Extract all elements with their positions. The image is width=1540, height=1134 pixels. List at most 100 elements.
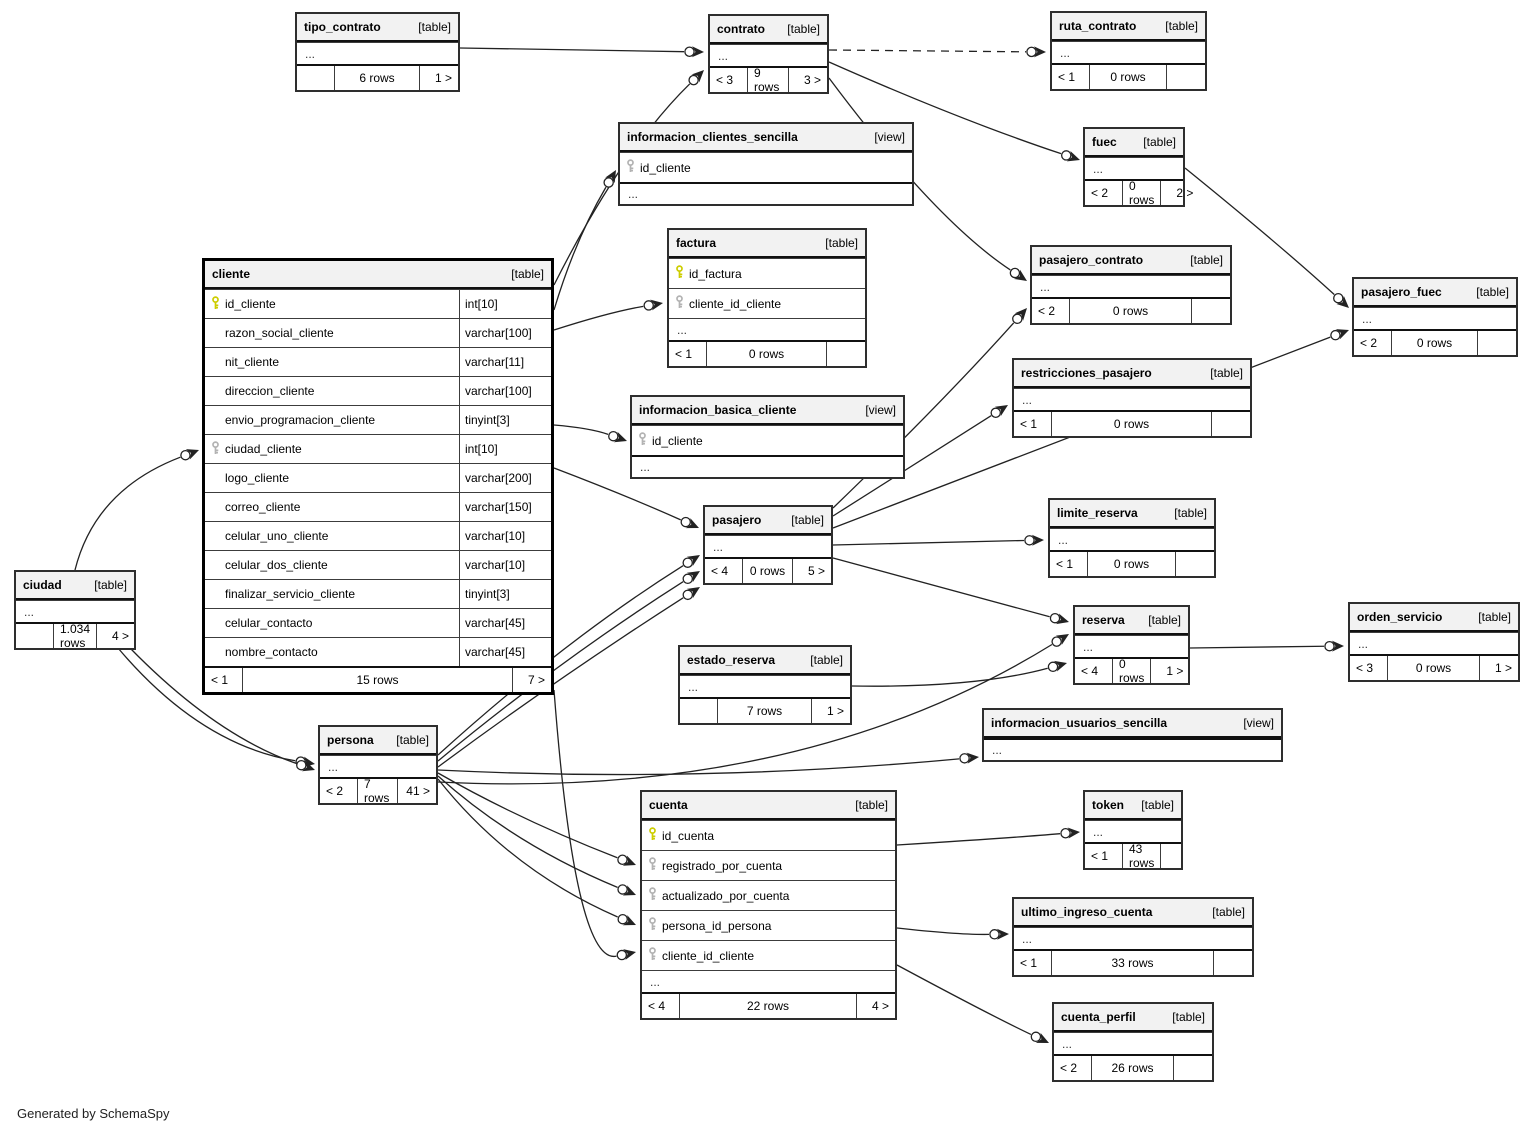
children-count: 3 >: [803, 73, 821, 87]
column-name: id_cliente: [652, 433, 703, 448]
column-type: varchar[10]: [459, 522, 551, 550]
table-title: ultimo_ingreso_cuenta: [1021, 905, 1153, 919]
relationship-edge-persona-cuenta: [437, 778, 636, 926]
columns-ellipsis: ...: [632, 455, 903, 477]
children-count: [1192, 299, 1230, 323]
table-title: ruta_contrato: [1059, 19, 1137, 33]
parents-count: < 1: [1050, 552, 1088, 576]
table-tag: [table]: [418, 20, 451, 34]
table-informacion_clientes_sencilla[interactable]: informacion_clientes_sencilla[view] id_cl…: [618, 122, 914, 206]
columns-ellipsis: ...: [642, 970, 895, 992]
children-count: 1 >: [1166, 664, 1184, 678]
rows-count: 6 rows: [335, 66, 420, 90]
column-type: varchar[45]: [459, 609, 551, 637]
relationship-edge-pasajero-pasajero_contrato: [832, 308, 1027, 509]
parents-count: < 1: [205, 668, 243, 692]
column-row: actualizado_por_cuenta: [642, 880, 895, 910]
parents-count: < 1: [1085, 844, 1123, 868]
table-title: limite_reserva: [1057, 506, 1138, 520]
rows-count: 9 rows: [748, 66, 789, 94]
table-tag: [table]: [791, 513, 824, 527]
rows-count: 0 rows: [1070, 299, 1192, 323]
table-title: pasajero_contrato: [1039, 253, 1144, 267]
relationship-edge-cuenta-cuenta_perfil: [896, 964, 1049, 1043]
children-count: 1 >: [1494, 661, 1512, 675]
rows-count: 22 rows: [680, 994, 857, 1018]
rows-count: 0 rows: [1090, 65, 1167, 89]
parents-count: < 1: [1014, 412, 1052, 436]
table-tag: [table]: [825, 236, 858, 250]
column-row: persona_id_persona: [642, 910, 895, 940]
relationship-edge-persona-informacion_usuarios_sencilla: [437, 752, 979, 776]
columns-ellipsis: ...: [297, 42, 458, 64]
table-tag: [table]: [1212, 905, 1245, 919]
column-type: varchar[10]: [459, 551, 551, 579]
children-count: 2 >: [1176, 186, 1194, 200]
parents-count: < 2: [1085, 181, 1123, 205]
table-informacion_usuarios_sencilla[interactable]: informacion_usuarios_sencilla[view]...: [982, 708, 1283, 762]
generator-credit: Generated by SchemaSpy: [17, 1106, 170, 1121]
table-tag: [view]: [1243, 716, 1274, 730]
table-tag: [table]: [396, 733, 429, 747]
parents-count: < 4: [642, 994, 680, 1018]
column-name: id_cliente: [640, 160, 691, 175]
children-count: 4 >: [871, 999, 889, 1013]
column-name: ciudad_cliente: [225, 442, 302, 456]
relationship-edge-persona-reserva: [437, 634, 1069, 785]
table-header: estado_reserva[table]: [680, 647, 850, 675]
relationship-edge-persona-cuenta: [437, 772, 636, 866]
column-type: varchar[100]: [459, 377, 551, 405]
table-title: orden_servicio: [1357, 610, 1443, 624]
parents-count: < 2: [320, 779, 358, 803]
rows-count: 7 rows: [718, 699, 812, 723]
table-title: persona: [327, 733, 374, 747]
table-informacion_basica_cliente[interactable]: informacion_basica_cliente[view]id_clien…: [630, 395, 905, 479]
rows-count: 0 rows: [707, 342, 827, 366]
columns-ellipsis: ...: [1085, 157, 1183, 179]
table-header: token[table]: [1085, 792, 1181, 820]
children-count: 5 >: [807, 564, 825, 578]
parents-count: < 2: [1354, 331, 1392, 355]
column-name: cliente_id_cliente: [662, 948, 755, 963]
table-title: cuenta: [649, 798, 688, 812]
foreign-key-icon: [646, 947, 659, 964]
relationship-edge-persona-cuenta: [437, 775, 636, 896]
parents-count: [297, 66, 335, 90]
table-header: contrato[table]: [710, 16, 827, 44]
rows-count: 0 rows: [1052, 412, 1212, 436]
table-header: informacion_clientes_sencilla[view]: [620, 124, 912, 152]
parents-count: < 1: [669, 342, 707, 366]
table-tag: [table]: [1174, 506, 1207, 520]
table-header: ruta_contrato[table]: [1052, 13, 1205, 41]
table-header: cuenta[table]: [642, 792, 895, 820]
table-header: orden_servicio[table]: [1350, 604, 1518, 632]
